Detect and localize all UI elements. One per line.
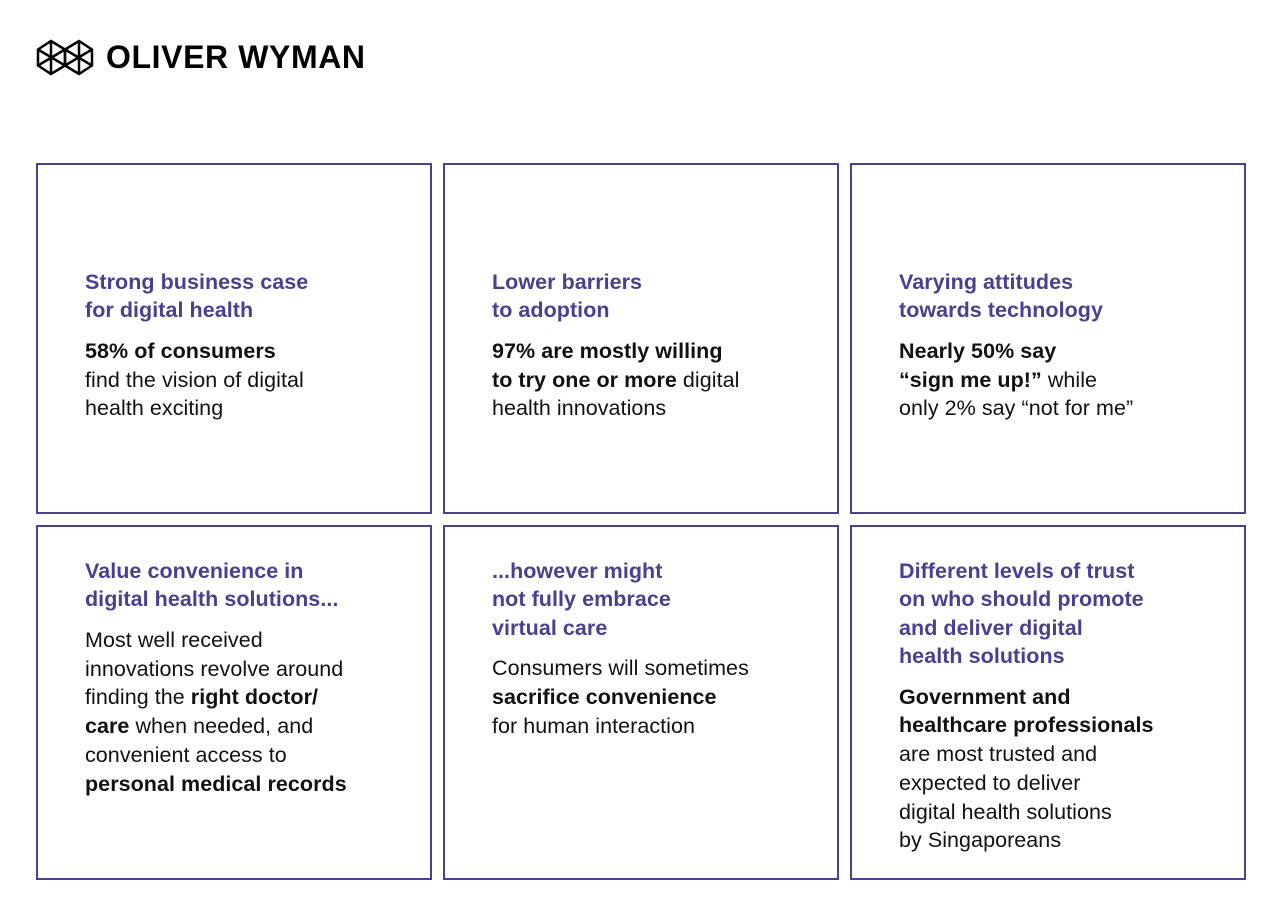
heading-line: to adoption [492,298,610,323]
body-emphasis: right doctor/ [190,685,319,710]
heading-line: health solutions [899,644,1065,669]
body-text: innovations revolve around [85,656,344,681]
oliver-wyman-hexagon-mark-icon [36,39,94,75]
body-text: only 2% say “not for me” [899,396,1134,421]
body-text: for human interaction [492,713,696,738]
brand-header: OLIVER WYMAN [36,33,366,81]
insight-card-strong-business-case: Strong business case for digital health 5… [36,163,432,514]
card-body: Nearly 50% say “sign me up!” while only 2%… [899,337,1234,423]
body-emphasis: sacrifice convenience [492,684,717,709]
body-emphasis: 97% are mostly willing [492,338,723,363]
body-emphasis: care [85,714,130,739]
body-emphasis: personal medical records [85,771,347,796]
heading-line: Varying attitudes [899,270,1074,294]
heading-line: Different levels of trust [899,559,1135,583]
heading-line: on who should promote [899,587,1144,612]
heading-line: Strong business case [85,270,309,294]
insight-card-value-convenience: Value convenience in digital health solut… [36,525,432,880]
body-emphasis: “sign me up!” [899,367,1042,392]
heading-line: virtual care [492,615,608,640]
heading-line: not fully embrace [492,587,671,612]
heading-line: towards technology [899,298,1103,323]
body-text: find the vision of digital [85,367,304,392]
card-body: 97% are mostly willing to try one or more… [492,337,827,423]
heading-line: for digital health [85,298,254,323]
body-text: are most trusted and [899,742,1098,767]
card-heading: Value convenience in digital health solut… [85,557,420,614]
brand-name: OLIVER WYMAN [106,39,366,75]
body-text: convenient access to [85,742,287,767]
card-body: 58% of consumers find the vision of digit… [85,337,420,423]
card-heading: Varying attitudes towards technology [899,268,1234,325]
body-text: digital health solutions [899,799,1112,824]
body-text: expected to deliver [899,770,1081,795]
card-heading: ...however might not fully embrace virtual… [492,557,827,642]
body-text: by Singaporeans [899,828,1062,853]
card-heading: Lower barriers to adoption [492,268,827,325]
insight-card-not-fully-embrace-virtual-care: ...however might not fully embrace virtual… [443,525,839,880]
body-emphasis: Nearly 50% say [899,338,1057,363]
insight-card-varying-attitudes-towards-technology: Varying attitudes towards technology Near… [850,163,1246,514]
body-text: digital [676,367,740,392]
card-heading: Strong business case for digital health [85,268,420,325]
body-emphasis: to try one or more [492,367,677,392]
heading-line: and deliver digital [899,615,1083,640]
card-body: Consumers will sometimes sacrifice conven… [492,654,827,740]
body-text: while [1041,367,1098,392]
card-body: Government and healthcare professionals ar… [899,683,1234,856]
body-text: when needed, and [129,714,314,739]
insight-card-lower-barriers-to-adoption: Lower barriers to adoption 97% are mostly… [443,163,839,514]
body-text: Consumers will sometimes [492,656,749,681]
insight-card-grid: Strong business case for digital health 5… [36,163,1246,880]
body-emphasis: healthcare professionals [899,713,1154,738]
body-text: Most well received [85,627,263,652]
body-emphasis: Government and [899,684,1071,709]
heading-line: digital health solutions... [85,587,339,612]
body-emphasis: 58% of consumers [85,338,276,363]
heading-line: ...however might [492,559,663,583]
body-text: health innovations [492,396,667,421]
heading-line: Lower barriers [492,270,643,294]
card-body: Most well received innovations revolve ar… [85,626,420,799]
card-heading: Different levels of trust on who should p… [899,557,1234,671]
heading-line: Value convenience in [85,559,304,583]
insight-card-different-levels-of-trust: Different levels of trust on who should p… [850,525,1246,880]
body-text: health exciting [85,396,224,421]
body-text: finding the [85,685,191,710]
